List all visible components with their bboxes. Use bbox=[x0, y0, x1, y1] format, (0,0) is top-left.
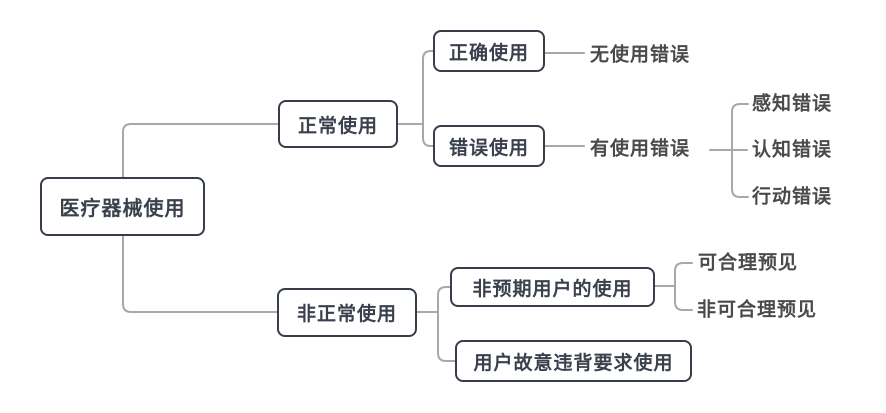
leaf-reasonably-foreseeable[interactable]: 可合理预见 bbox=[698, 252, 799, 274]
connector-abnormal-use-bracket bbox=[437, 286, 456, 362]
node-correct-use[interactable]: 正确使用 bbox=[433, 30, 545, 72]
connector-foreseeable-bracket bbox=[674, 262, 693, 311]
node-abnormal-use[interactable]: 非正常使用 bbox=[277, 288, 417, 337]
node-medical-device-use[interactable]: 医疗器械使用 bbox=[40, 177, 205, 236]
connector-normal-use-bracket bbox=[422, 50, 434, 147]
leaf-action-error[interactable]: 行动错误 bbox=[752, 186, 833, 208]
connector-root-to-normal-use bbox=[122, 123, 279, 178]
leaf-no-use-error[interactable]: 无使用错误 bbox=[590, 44, 691, 66]
node-unintended-user-use[interactable]: 非预期用户的使用 bbox=[450, 267, 655, 307]
node-wrong-use[interactable]: 错误使用 bbox=[433, 125, 545, 167]
connector-error-types-bracket bbox=[731, 103, 749, 198]
leaf-perception-error[interactable]: 感知错误 bbox=[752, 93, 833, 115]
node-normal-use[interactable]: 正常使用 bbox=[278, 100, 398, 148]
connector-root-to-abnormal-use bbox=[122, 235, 278, 313]
leaf-not-reasonably-foreseeable[interactable]: 非可合理预见 bbox=[697, 299, 818, 321]
node-intentional-misuse[interactable]: 用户故意违背要求使用 bbox=[455, 340, 692, 382]
leaf-cognition-error[interactable]: 认知错误 bbox=[752, 139, 833, 161]
leaf-has-use-error[interactable]: 有使用错误 bbox=[590, 138, 691, 160]
